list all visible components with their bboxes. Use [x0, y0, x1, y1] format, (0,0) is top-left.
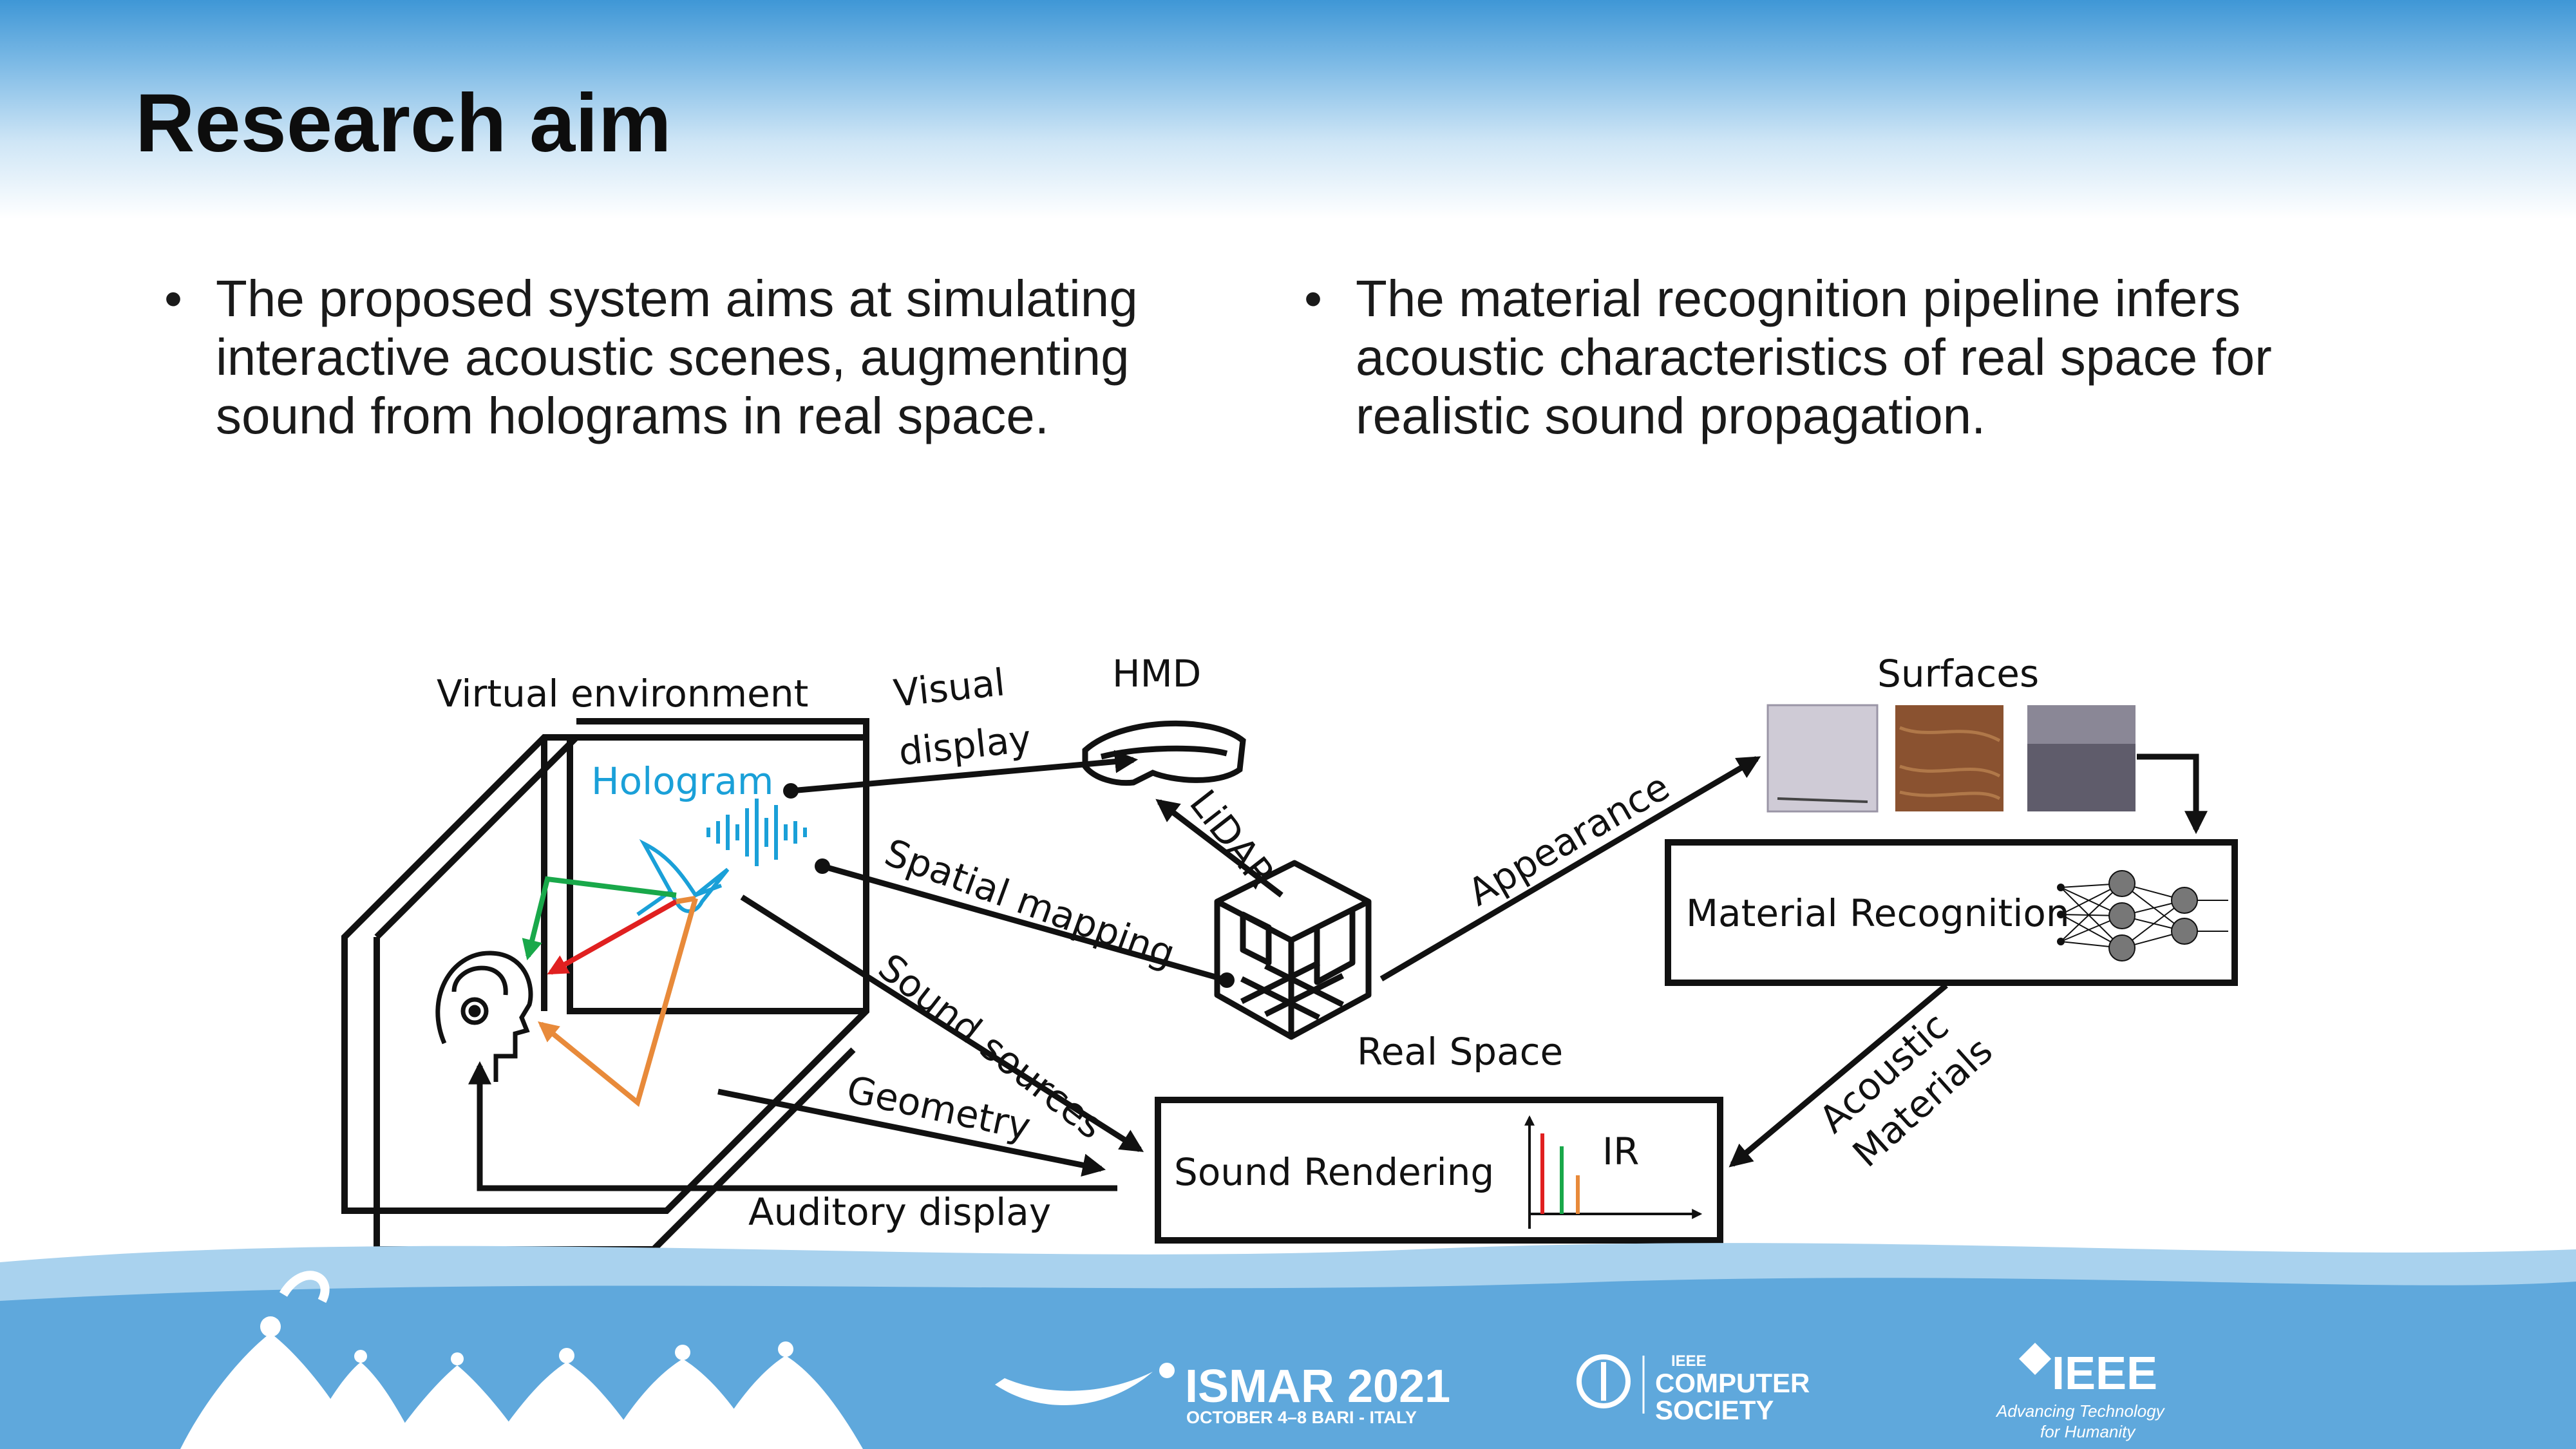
sound-rendering-label: Sound Rendering — [1174, 1150, 1494, 1194]
bullet-text: The material recognition pipeline infers… — [1356, 270, 2272, 444]
spatial-mapping-label: Spatial mapping — [879, 830, 1180, 976]
bullet-text: The proposed system aims at simulating i… — [216, 270, 1138, 444]
material-recognition-label: Material Recognition — [1686, 891, 2070, 935]
appearance-label: Appearance — [1461, 764, 1677, 914]
reflection-path-green — [522, 876, 677, 961]
footer-band — [0, 1243, 2576, 1449]
slide-title: Research aim — [135, 77, 672, 169]
hmd-headset-icon — [1082, 720, 1246, 786]
ieee-diamond-icon — [2019, 1343, 2051, 1375]
neural-network-icon — [2057, 870, 2228, 961]
ieee-tagline-1: Advancing Technology — [1996, 1401, 2164, 1421]
ismar-swoosh-icon — [995, 1363, 1175, 1406]
computer-society-logo-icon — [1577, 1354, 1645, 1414]
hmd-label: HMD — [1112, 652, 1201, 696]
cs-line2-text: SOCIETY — [1655, 1395, 1774, 1425]
bullet-marker: • — [1304, 270, 1323, 327]
surface-thumbnail-1 — [1766, 704, 1879, 813]
ir-plot-icon — [1524, 1115, 1703, 1229]
display-label: display — [896, 717, 1033, 774]
visual-label: Visual — [891, 660, 1007, 715]
acoustic-materials-arrow — [1728, 983, 1948, 1168]
reflection-path-orange — [538, 896, 698, 1107]
ieee-tagline-2: for Humanity — [2040, 1422, 2136, 1441]
spatial-mapping-arrow — [821, 863, 1228, 983]
lidar-label: LiDAR — [1181, 782, 1284, 896]
real-space-label: Real Space — [1357, 1030, 1563, 1074]
cs-ieee-text: IEEE — [1671, 1352, 1707, 1370]
lidar-arrow — [1155, 799, 1283, 898]
hologram-label: Hologram — [591, 759, 773, 803]
direct-path — [547, 895, 696, 975]
auditory-display-label: Auditory display — [748, 1190, 1051, 1234]
visual-display-arrow — [790, 750, 1139, 794]
header-band — [0, 0, 2576, 219]
surfaces-to-recognition-arrow — [2137, 753, 2208, 835]
ismar-date-text: OCTOBER 4–8 BARI - ITALY — [1186, 1408, 1417, 1427]
sound-sources-arrow — [740, 895, 1144, 1152]
surfaces-label: Surfaces — [1877, 652, 2039, 696]
sound-rendering-box — [1155, 1097, 1723, 1244]
real-space-cube-icon — [1214, 860, 1372, 1040]
sound-wave-icon — [706, 799, 807, 866]
bird-hologram-icon — [636, 838, 730, 916]
appearance-arrow — [1379, 756, 1761, 981]
ieee-logo-text: IEEE — [2052, 1348, 2158, 1399]
ir-label: IR — [1602, 1130, 1639, 1173]
listener-head-icon — [435, 951, 533, 1082]
surface-thumbnail-2 — [1895, 705, 2003, 811]
geometry-arrow — [717, 1088, 1106, 1177]
surface-thumbnail-3 — [2027, 705, 2136, 811]
bullet-marker: • — [164, 270, 183, 327]
auditory-display-arrow — [468, 1061, 1117, 1191]
connectors — [468, 750, 2208, 1191]
material-recognition-box — [1665, 839, 2238, 986]
virtual-environment-label: Virtual environment — [437, 672, 808, 715]
cs-line1-text: COMPUTER — [1655, 1368, 1810, 1398]
ismar-logo-text: ISMAR 2021 — [1185, 1361, 1451, 1412]
trulli-skyline-icon — [180, 1271, 863, 1449]
